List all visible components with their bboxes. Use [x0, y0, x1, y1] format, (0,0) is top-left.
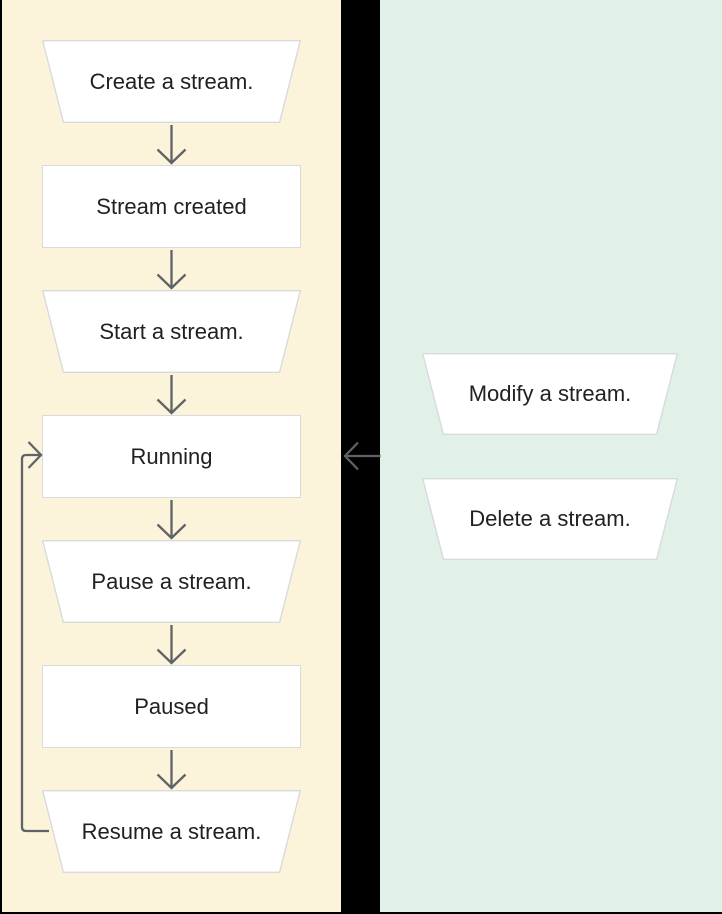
- node-delete-a-stream: Delete a stream.: [422, 478, 678, 560]
- trapezoid-shape: [42, 540, 301, 623]
- node-modify-a-stream: Modify a stream.: [422, 353, 678, 435]
- node-label: Modify a stream.: [468, 381, 632, 406]
- node-stream-created: Stream created: [42, 165, 301, 248]
- node-label: Pause a stream.: [91, 568, 252, 594]
- node-label: Running: [130, 443, 213, 469]
- node-label: Paused: [134, 693, 209, 719]
- trapezoid-shape: [422, 478, 678, 560]
- modify-delete-panel: [380, 0, 722, 912]
- node-paused: Paused: [42, 665, 301, 748]
- node-label: Stream created: [96, 193, 247, 219]
- trapezoid-shape: [42, 790, 301, 873]
- node-label: Start a stream.: [99, 318, 244, 344]
- node-label: Create a stream.: [89, 68, 254, 94]
- node-resume-a-stream: Resume a stream.: [42, 790, 301, 873]
- trapezoid-shape: [42, 40, 301, 123]
- node-create-a-stream: Create a stream.: [42, 40, 301, 123]
- trapezoid-shape: [422, 353, 678, 435]
- node-start-a-stream: Start a stream.: [42, 290, 301, 373]
- arrow-right-panel-to-running: [343, 441, 381, 471]
- trapezoid-shape: [42, 290, 301, 373]
- node-running: Running: [42, 415, 301, 498]
- node-label: Resume a stream.: [81, 818, 262, 844]
- node-pause-a-stream: Pause a stream.: [42, 540, 301, 623]
- node-label: Delete a stream.: [469, 506, 631, 531]
